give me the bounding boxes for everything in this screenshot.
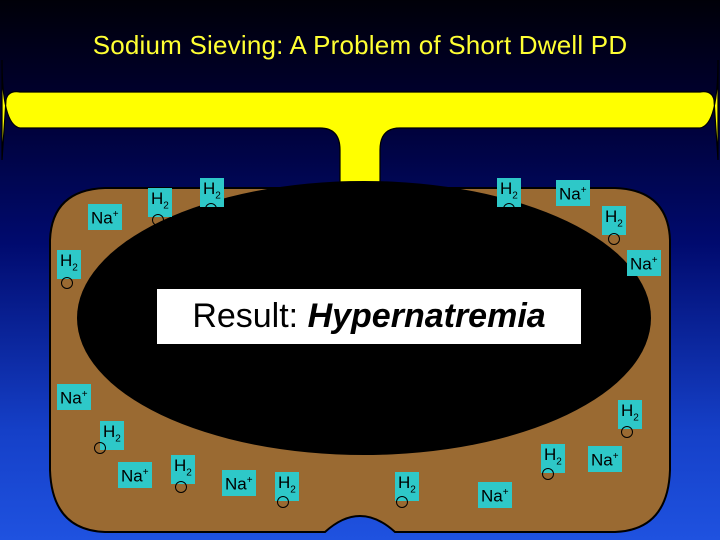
- catheter-tube: [1, 59, 719, 183]
- water-label: H2: [602, 206, 626, 236]
- water-molecule-circle: [608, 233, 620, 245]
- water-symbol: H: [621, 401, 634, 420]
- water-label: H2: [541, 444, 565, 474]
- sodium-charge: +: [81, 389, 88, 400]
- water-symbol: H: [151, 189, 164, 208]
- water-subscript: 2: [512, 190, 518, 202]
- water-subscript: 2: [410, 484, 416, 496]
- water-symbol: H: [605, 207, 618, 226]
- sodium-charge: +: [502, 487, 509, 498]
- water-subscript: 2: [163, 200, 169, 212]
- water-symbol: H: [60, 251, 73, 270]
- catheter: [1, 59, 719, 183]
- water-label: H2: [275, 472, 299, 502]
- water-label: H2: [618, 400, 642, 430]
- result-emphasis: Hypernatremia: [307, 297, 546, 335]
- result-box: Result: Hypernatremia: [157, 289, 581, 344]
- sodium-symbol: Na: [91, 208, 113, 228]
- water-molecule-circle: [94, 442, 106, 454]
- sodium-label: Na+: [588, 446, 622, 472]
- water-symbol: H: [500, 179, 513, 198]
- sodium-charge: +: [142, 467, 149, 478]
- water-molecule-circle: [503, 203, 515, 215]
- water-subscript: 2: [72, 262, 78, 274]
- water-molecule-circle: [61, 277, 73, 289]
- sodium-label: Na+: [556, 180, 590, 206]
- water-molecule-circle: [205, 203, 217, 215]
- sodium-charge: +: [612, 451, 619, 462]
- water-molecule-circle: [396, 496, 408, 508]
- water-subscript: 2: [290, 484, 296, 496]
- water-subscript: 2: [186, 467, 192, 479]
- water-symbol: H: [278, 473, 291, 492]
- sodium-label: Na+: [88, 204, 122, 230]
- water-molecule-circle: [621, 426, 633, 438]
- water-symbol: H: [103, 422, 116, 441]
- sodium-label: Na+: [118, 462, 152, 488]
- water-molecule-circle: [542, 468, 554, 480]
- result-prefix: Result:: [192, 297, 308, 335]
- water-symbol: H: [544, 445, 557, 464]
- sodium-symbol: Na: [121, 466, 143, 486]
- water-symbol: H: [203, 179, 216, 198]
- water-subscript: 2: [633, 412, 639, 424]
- sodium-label: Na+: [222, 470, 256, 496]
- water-symbol: H: [174, 456, 187, 475]
- water-label: H2: [395, 472, 419, 502]
- water-label: H2: [148, 188, 172, 218]
- slide-title: Sodium Sieving: A Problem of Short Dwell…: [92, 30, 628, 60]
- sodium-charge: +: [112, 209, 119, 220]
- sodium-symbol: Na: [481, 486, 503, 506]
- water-label: H2: [200, 178, 224, 208]
- sodium-label: Na+: [627, 250, 661, 276]
- water-label: H2: [497, 178, 521, 208]
- water-label: H2: [57, 250, 81, 280]
- sodium-symbol: Na: [630, 254, 652, 274]
- water-molecule-circle: [277, 496, 289, 508]
- water-label: H2: [100, 421, 124, 451]
- sodium-symbol: Na: [591, 450, 613, 470]
- water-symbol: H: [398, 473, 411, 492]
- sodium-label: Na+: [57, 384, 91, 410]
- water-subscript: 2: [617, 218, 623, 230]
- sodium-charge: +: [580, 185, 587, 196]
- water-subscript: 2: [115, 433, 121, 445]
- sodium-label: Na+: [478, 482, 512, 508]
- water-molecule-circle: [175, 481, 187, 493]
- water-molecule-circle: [152, 214, 164, 226]
- water-subscript: 2: [556, 456, 562, 468]
- sodium-symbol: Na: [60, 388, 82, 408]
- sodium-charge: +: [651, 255, 658, 266]
- sodium-charge: +: [246, 475, 253, 486]
- water-subscript: 2: [215, 190, 221, 202]
- sodium-symbol: Na: [225, 474, 247, 494]
- sodium-symbol: Na: [559, 184, 581, 204]
- water-label: H2: [171, 455, 195, 485]
